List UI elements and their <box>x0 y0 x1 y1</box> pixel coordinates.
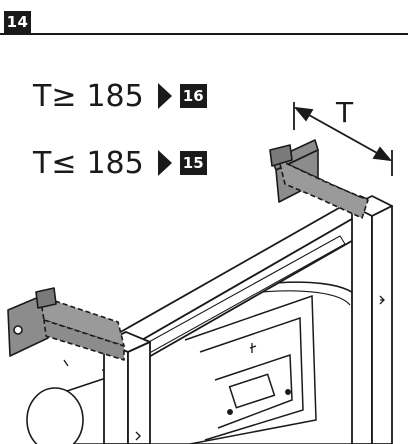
flush-plate-mount <box>184 294 317 444</box>
condition-value: 185 <box>86 145 144 181</box>
wall-bracket-left <box>7 287 125 361</box>
condition-value: 185 <box>86 78 144 114</box>
arrow-right-icon <box>157 150 172 176</box>
frame-right-post <box>351 195 393 444</box>
frame-fixing-marks <box>63 295 385 441</box>
goto-step-badge[interactable]: 16 <box>179 84 207 108</box>
condition-operator: T≤ <box>33 145 77 181</box>
step-number-badge: 14 <box>4 11 31 33</box>
condition-row-less: T≤ 185 15 <box>33 143 207 183</box>
goto-step-badge[interactable]: 15 <box>179 151 207 175</box>
dimension-t-label: T <box>335 96 354 129</box>
wall-bracket-right <box>269 139 369 219</box>
dimension-t-arrows <box>293 102 393 176</box>
arrow-right-icon <box>157 83 172 109</box>
condition-row-greater: T≥ 185 16 <box>33 76 207 116</box>
condition-operator: T≥ <box>33 78 77 114</box>
header-rule <box>0 33 408 35</box>
